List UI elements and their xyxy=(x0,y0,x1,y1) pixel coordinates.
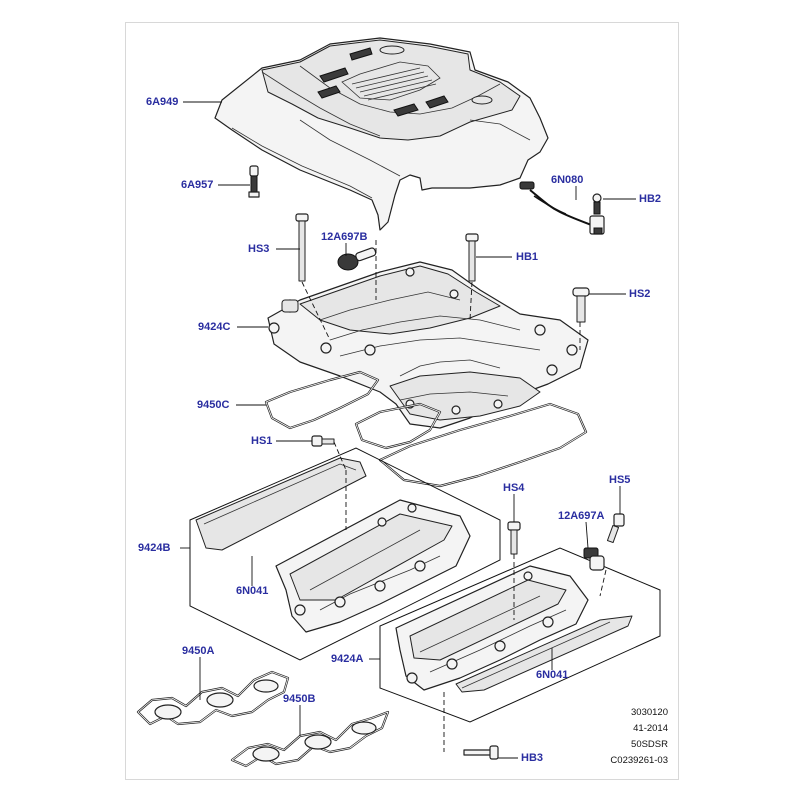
callout-hb2: HB2 xyxy=(639,193,662,205)
stamp-line-1: 3030120 xyxy=(631,707,668,718)
callout-6n080: 6N080 xyxy=(551,174,584,186)
box-9424a xyxy=(379,547,661,723)
box-9424b xyxy=(189,447,501,661)
sensor-12a697a xyxy=(583,547,605,571)
bolt-hs5 xyxy=(606,513,625,544)
bolt-hs3 xyxy=(295,213,309,282)
stamp-line-3: 50SDSR xyxy=(631,739,668,750)
callout-9450b: 9450B xyxy=(283,693,316,705)
gasket-9450c-mid xyxy=(354,402,442,450)
callout-12a697a: 12A697A xyxy=(558,510,605,522)
callout-6n041-lower: 6N041 xyxy=(536,669,569,681)
callout-6a957: 6A957 xyxy=(181,179,214,191)
stamp-line-4: C0239261-03 xyxy=(610,755,668,766)
callout-hb1: HB1 xyxy=(516,251,539,263)
gasket-9450a xyxy=(136,670,290,726)
lower-manifold-9424b xyxy=(195,457,471,633)
gasket-9450c-right xyxy=(378,402,588,488)
callout-hs2: HS2 xyxy=(629,288,651,300)
stamp-line-2: 41-2014 xyxy=(633,723,668,734)
callout-9424c: 9424C xyxy=(198,321,231,333)
callout-9450a: 9450A xyxy=(182,645,215,657)
sensor-12a697b xyxy=(337,247,377,271)
callout-9424a: 9424A xyxy=(331,653,364,665)
callout-12a697b: 12A697B xyxy=(321,231,368,243)
cover-stud xyxy=(248,165,260,198)
engine-cover xyxy=(214,37,549,231)
callout-6a949: 6A949 xyxy=(146,96,179,108)
bolt-hs4 xyxy=(507,521,521,555)
bolt-hb1 xyxy=(465,233,479,282)
callout-hs5: HS5 xyxy=(609,474,631,486)
leader-lines xyxy=(180,101,636,759)
gasket-9450b xyxy=(230,710,390,768)
upper-intake-manifold xyxy=(267,261,589,429)
callout-hs1: HS1 xyxy=(251,435,273,447)
alignment-lines xyxy=(301,240,607,752)
cover-vent-grille xyxy=(351,67,437,101)
callout-hb3: HB3 xyxy=(521,752,544,764)
bolt-hs1 xyxy=(311,435,335,447)
gasket-9450c-left xyxy=(264,370,380,430)
callout-9450c: 9450C xyxy=(197,399,230,411)
callout-hs4: HS4 xyxy=(503,482,525,494)
callout-9424b: 9424B xyxy=(138,542,171,554)
callout-6n041-upper: 6N041 xyxy=(236,585,269,597)
lower-manifold-9424a xyxy=(395,565,633,693)
bolt-hb3 xyxy=(463,745,499,760)
wiring-harness xyxy=(519,181,605,235)
bolt-hs2 xyxy=(572,287,590,323)
callout-hs3: HS3 xyxy=(248,243,270,255)
